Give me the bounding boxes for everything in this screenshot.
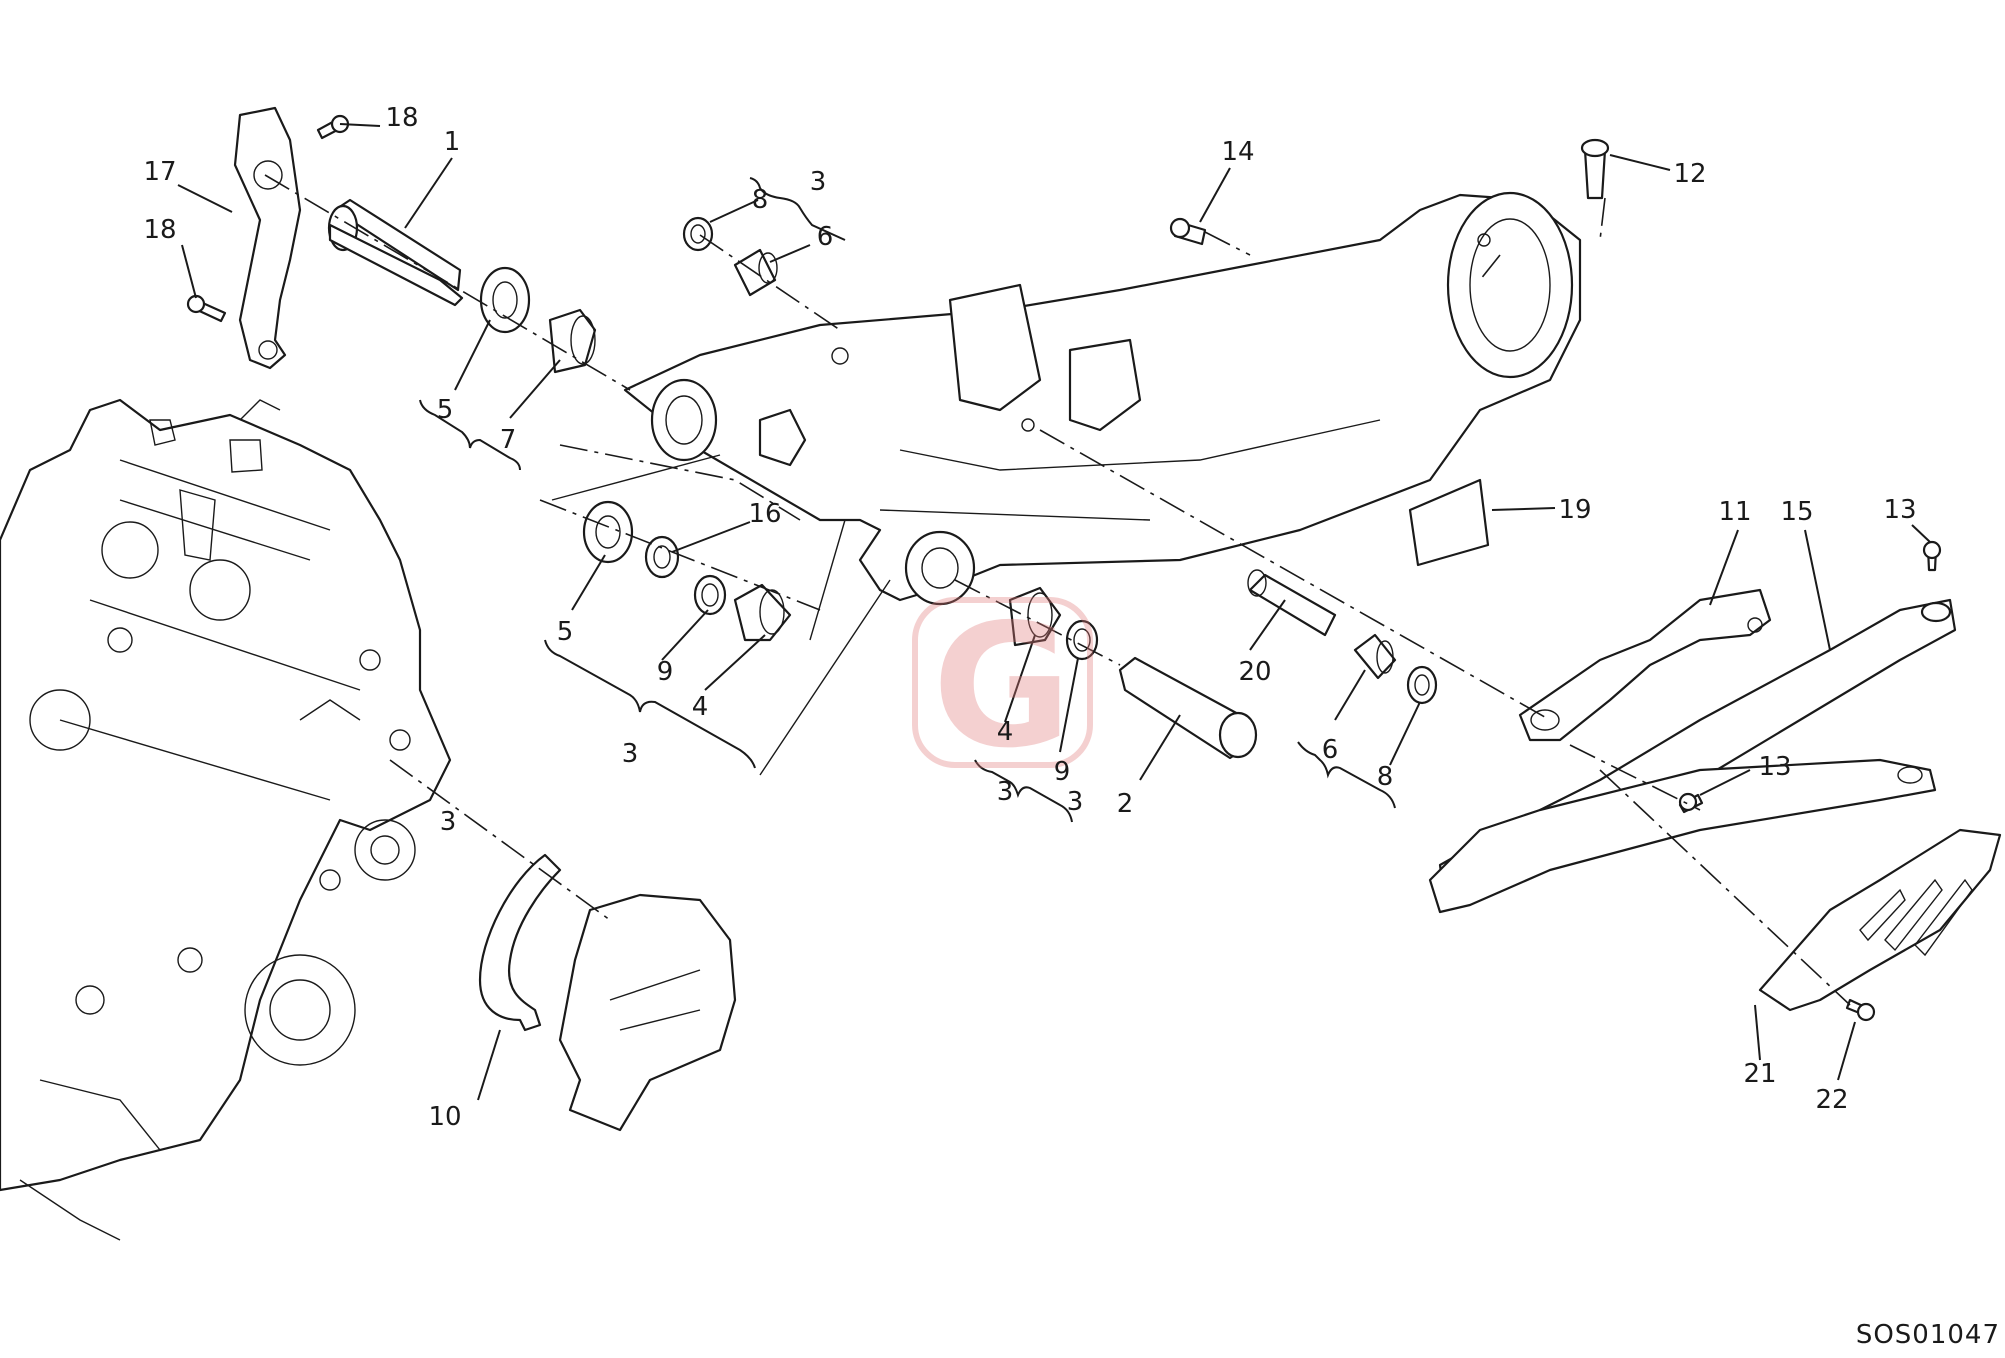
callout-label: 16 bbox=[748, 499, 781, 529]
callout-label: 13 bbox=[1883, 495, 1916, 525]
bearing-5-lower bbox=[582, 500, 634, 564]
callout-label: 19 bbox=[1558, 495, 1591, 525]
bolt-13-lower bbox=[1678, 792, 1704, 814]
chain-guide-bracket bbox=[1518, 588, 1772, 742]
chain-guard bbox=[1758, 828, 2002, 1012]
bolt-13-upper bbox=[1922, 540, 1942, 572]
callout-label: 1 bbox=[444, 127, 461, 157]
seal-8-upper bbox=[682, 216, 714, 252]
callout-label: 4 bbox=[997, 717, 1014, 747]
callout-label: 3 bbox=[1067, 787, 1084, 817]
callout-label: 9 bbox=[657, 657, 674, 687]
callout-label: 13 bbox=[1758, 752, 1791, 782]
callout-label: 21 bbox=[1743, 1059, 1776, 1089]
callout-label: 14 bbox=[1221, 137, 1254, 167]
callout-label: 5 bbox=[437, 395, 454, 425]
bolt-12 bbox=[1580, 138, 1610, 200]
callout-label: 18 bbox=[143, 215, 176, 245]
callout-label: 7 bbox=[500, 425, 517, 455]
callout-labels: 1233333445566788991011121313141516171818… bbox=[143, 103, 1916, 1132]
bolt-14 bbox=[1169, 217, 1207, 246]
pivot-shaft bbox=[327, 198, 464, 307]
pin-2 bbox=[1118, 656, 1258, 760]
chain-slider bbox=[1428, 598, 1957, 914]
bolt-18-lower bbox=[186, 294, 227, 323]
callout-label: 4 bbox=[692, 692, 709, 722]
bearing-5-upper bbox=[479, 266, 531, 334]
callout-label: 12 bbox=[1673, 159, 1706, 189]
screw-22 bbox=[1845, 998, 1876, 1022]
drawing-code: SOS01047 bbox=[1856, 1320, 2000, 1350]
callout-label: 3 bbox=[440, 807, 457, 837]
callout-label: 8 bbox=[1377, 762, 1394, 792]
callout-leaders bbox=[177, 123, 1931, 1101]
spacer-6-lower bbox=[1353, 633, 1397, 680]
callout-label: 20 bbox=[1238, 657, 1271, 687]
seal-9-left bbox=[693, 574, 727, 616]
seal-8-lower bbox=[1406, 665, 1438, 705]
pivot-plate bbox=[233, 106, 302, 370]
callout-label: 8 bbox=[752, 185, 769, 215]
spacer-20 bbox=[1247, 569, 1337, 637]
callout-label: 10 bbox=[428, 1102, 461, 1132]
callout-label: 6 bbox=[1322, 735, 1339, 765]
kit-brackets bbox=[419, 177, 1396, 823]
label-sticker-19 bbox=[1408, 478, 1490, 567]
swingarm bbox=[623, 191, 1582, 606]
callout-label: 22 bbox=[1815, 1085, 1848, 1115]
watermark-letter: G bbox=[932, 588, 1072, 786]
callout-label: 3 bbox=[622, 739, 639, 769]
bushing-7 bbox=[548, 308, 597, 374]
callout-label: 6 bbox=[817, 222, 834, 252]
needle-bearing-4-right bbox=[1008, 586, 1062, 647]
assembly-axis-lines bbox=[264, 174, 1851, 1006]
callout-label: 9 bbox=[1054, 757, 1071, 787]
seal-16 bbox=[644, 535, 680, 579]
callout-label: 17 bbox=[143, 157, 176, 187]
needle-bearing-4-left bbox=[733, 583, 792, 642]
cover-gasket bbox=[478, 853, 562, 1032]
callout-label: 11 bbox=[1718, 497, 1751, 527]
callout-label: 5 bbox=[557, 617, 574, 647]
sprocket-cover bbox=[558, 893, 737, 1132]
callout-label: 3 bbox=[810, 167, 827, 197]
engine-block bbox=[0, 398, 452, 1241]
watermark-logo: G bbox=[912, 588, 1093, 786]
callout-label: 18 bbox=[385, 103, 418, 133]
callout-label: 3 bbox=[997, 777, 1014, 807]
bolt-18-upper bbox=[316, 114, 350, 140]
callout-label: 15 bbox=[1780, 497, 1813, 527]
callout-label: 2 bbox=[1117, 789, 1134, 819]
